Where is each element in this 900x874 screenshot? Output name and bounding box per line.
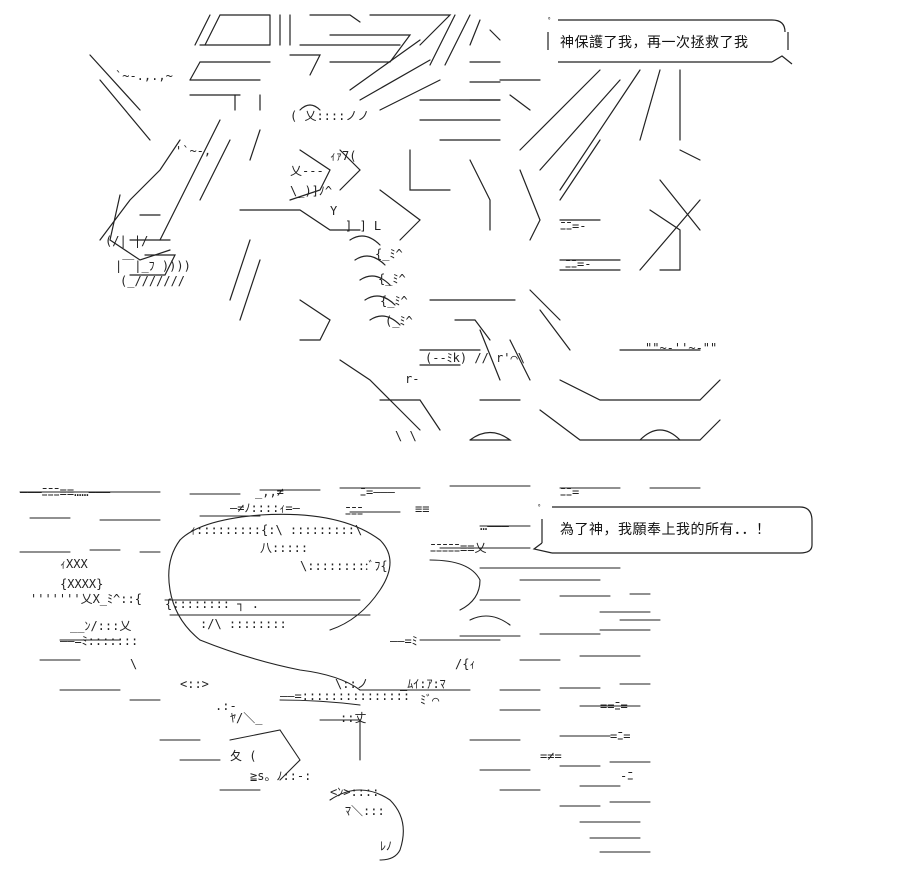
svg-text:ﾆﾆ=-: ﾆﾆ=- [565,257,591,271]
svg-text:Y: Y [330,204,338,218]
svg-text:{:::::::: ┐ .: {:::::::: ┐ . [165,597,259,611]
svg-text:<::>: <::> [180,677,209,691]
top-panel-art: `~-.,.,~ '`~-, ( 乂::::ノノ ｨｧ7( 乂--- \_)]ﾉ… [89,14,721,443]
svg-text:(/| |/: (/| |/ [105,234,148,248]
svg-text:―――ﾆﾆﾆ≡≡……―――: ―――ﾆﾆﾆ≡≡……――― [20,485,111,499]
svg-text:ﾚﾉ: ﾚﾉ [380,839,392,853]
svg-text:ﾆﾆ=-: ﾆﾆ=- [560,219,586,233]
svg-text:八:::::: 八::::: [260,541,308,555]
svg-text:=≠=: =≠= [540,749,562,763]
svg-text:=ﾆ=: =ﾆ= [610,729,630,743]
svg-text:{_ﾐ^: {_ﾐ^ [378,272,406,286]
svg-text:――=:::::::::::::::: ――=::::::::::::::: [280,689,410,703]
svg-text:…―――: …――― [480,519,510,533]
svg-text:==ﾆ=: ==ﾆ= [600,699,628,713]
svg-text:'`~-,: '`~-, [175,144,211,158]
svg-text:/{ｨ: /{ｨ [455,657,475,671]
svg-text:―≠ﾉ::::ｨ=―: ―≠ﾉ::::ｨ=― [230,501,301,515]
svg-text:.:‐: .:‐ [215,699,237,713]
svg-text:<ﾝ>::::: <ﾝ>:::: [330,785,379,799]
svg-text:(_ﾐ^: (_ﾐ^ [385,314,413,328]
svg-text:ｨXXX: ｨXXX [60,557,88,571]
svg-text::/\ ::::::::: :/\ :::::::: [200,617,287,631]
svg-text:ｨｧ7(: ｨｧ7( [330,149,356,163]
top-speech-bubble: ﾟ 神保護了我，再一次拯救了我 [540,12,800,68]
svg-text:\::ノ: \::ノ [335,677,369,691]
top-speech-text: 神保護了我，再一次拯救了我 [560,35,749,51]
svg-text:ﾆ=―――: ﾆ=――― [360,485,396,499]
svg-text:――=ﾐ: ――=ﾐ [390,634,418,648]
svg-text:乂---: 乂--- [290,164,324,178]
svg-text:ﾆﾆﾆ: ﾆﾆﾆ [345,504,363,518]
svg-text:――=ﾐ:::::::: ――=ﾐ::::::: [60,634,138,648]
svg-text:] ] L: ] ] L [345,219,381,233]
svg-text:ﾔ/＼_: ﾔ/＼_ [230,711,263,725]
svg-text:{_ﾐ^: {_ﾐ^ [375,247,403,261]
svg-text:ﾏ＼:::: ﾏ＼::: [345,804,385,818]
svg-text:'''''''乂X_ﾐ^::{: '''''''乂X_ﾐ^::{ [30,592,142,606]
svg-text:{_ﾐ^: {_ﾐ^ [380,294,408,308]
svg-text:ﾐﾞ⌒: ﾐﾞ⌒ [420,693,439,707]
svg-text:\ \: \ \ [395,429,417,443]
svg-text:\:::::::::ﾞﾌ{: \:::::::::ﾞﾌ{ [300,559,388,573]
svg-text:__ﾝ/:::乂: __ﾝ/:::乂 [70,619,131,633]
svg-text:\: \ [130,657,137,671]
bottom-speech-text: 為了神，我願奉上我的所有．．！ [560,522,771,538]
svg-text:ﾆﾆﾆﾆﾆ≡≡乂: ﾆﾆﾆﾆﾆ≡≡乂 [430,541,486,555]
svg-text:|￣|_ﾌ )))): |￣|_ﾌ )))) [115,259,191,273]
svg-text:ﾟ: ﾟ [538,504,543,516]
svg-text:_,,≠: _,,≠ [255,485,284,499]
svg-text:≧s。ﾉ::-:: ≧s。ﾉ::-: [250,769,311,783]
svg-text:{XXXX}: {XXXX} [60,577,103,591]
svg-text:(--ﾐk) // r'⌒\: (--ﾐk) // r'⌒\ [425,351,525,365]
svg-text:ｨ:::::::::{:\ :::::::::\: ｨ:::::::::{:\ :::::::::\ [190,523,362,537]
bottom-bubble-frame: ﾟ [532,504,813,554]
svg-text:::丈: ::丈 [340,711,366,725]
svg-text:\_)]ﾉ^: \_)]ﾉ^ [290,184,332,198]
svg-text:""~-''~-"": ""~-''~-"" [645,341,717,355]
svg-text:≡≡: ≡≡ [415,502,429,516]
svg-text:`~-.,.,~: `~-.,.,~ [115,69,173,83]
svg-text:r-: r- [405,372,419,386]
svg-text:ﾟ: ﾟ [548,17,553,29]
svg-text:(_///////: (_/////// [120,274,185,288]
svg-text:ﾆﾆ=: ﾆﾆ= [560,485,579,499]
svg-text:( 乂::::ノノ: ( 乂::::ノノ [290,109,369,123]
svg-text:夂 (: 夂 ( [230,749,256,763]
svg-text:-ﾆ: -ﾆ [620,769,633,783]
top-bubble-frame: ﾟ [547,17,793,65]
bottom-speech-bubble: ﾟ 為了神，我願奉上我的所有．．！ [530,495,820,565]
svg-text:_ﾑｲ:ｱ:ﾏ: _ﾑｲ:ｱ:ﾏ [400,677,446,691]
